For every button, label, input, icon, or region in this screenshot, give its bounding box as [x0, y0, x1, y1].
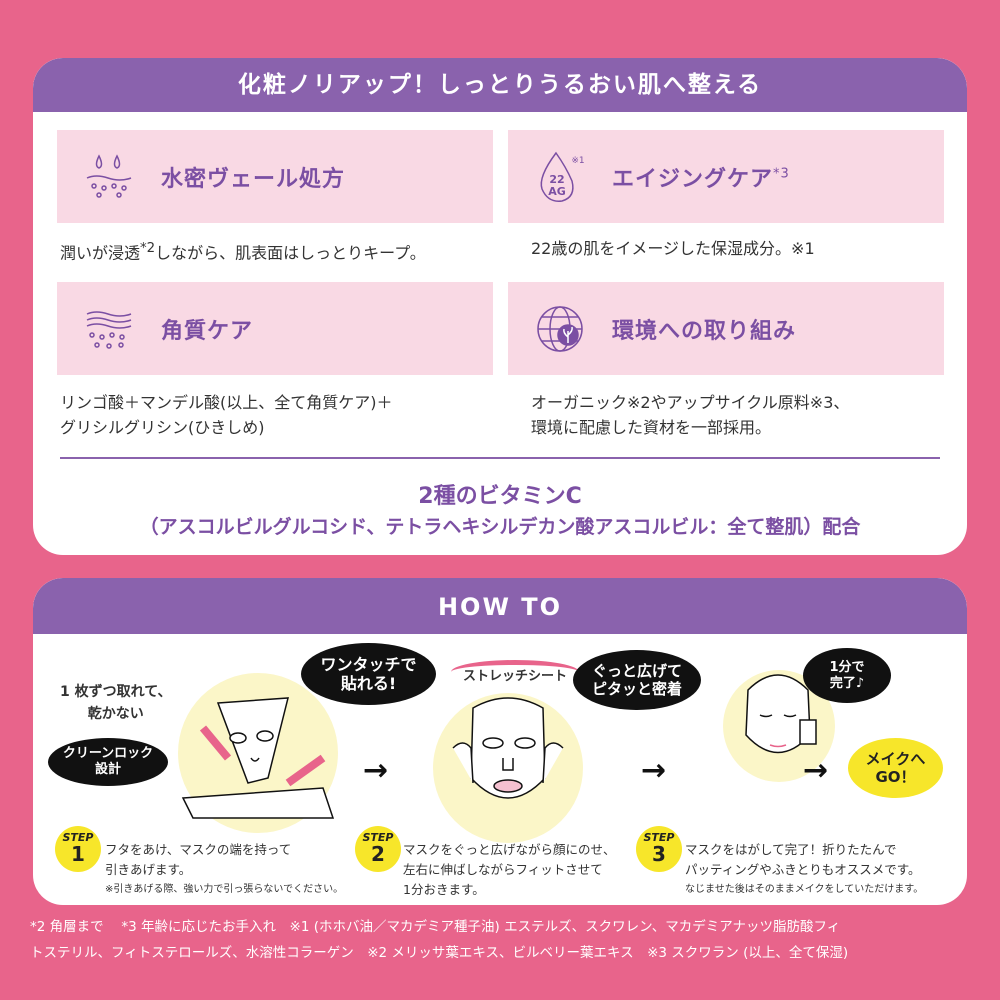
skin-layers-icon — [79, 299, 139, 359]
callout-clean-lock: クリーンロック設計 — [48, 738, 168, 786]
step-3-text: マスクをはがして完了！折りたたんでパッティングやふきとりもオススメです。なじませ… — [685, 842, 924, 895]
mask-pack-illustration — [181, 697, 335, 819]
face-wiping-illustration — [745, 674, 817, 754]
feature-title: 水密ヴェール処方 — [161, 166, 346, 192]
callout-one-touch: ワンタッチで貼れる! — [301, 643, 436, 705]
vitamin-title: 2種のビタミンC — [418, 484, 582, 509]
feature-water-veil: 水密ヴェール処方 — [57, 130, 493, 223]
footnotes: *2 角層まで *3 年齢に応じたお手入れ ※1 (ホホバ油／マカデミア種子油)… — [30, 919, 849, 961]
feature-keratin-care: 角質ケア — [57, 282, 493, 375]
feature-desc: リンゴ酸＋マンデル酸(以上、全て角質ケア)＋グリシルグリシン(ひきしめ) — [60, 393, 393, 437]
features-header: 化粧ノリアップ！しっとりうるおい肌へ整える — [33, 58, 967, 112]
vitamin-detail: （アスコルビルグルコシド、テトラヘキシルデカン酸アスコルビル：全て整肌）配合 — [139, 516, 861, 538]
callout-one-by-one: 1 枚ずつ取れて、乾かない — [60, 684, 172, 722]
howto-header: HOW TO — [33, 578, 967, 634]
feature-desc: 22歳の肌をイメージした保湿成分。※1 — [531, 239, 815, 258]
feature-title: エイジングケア*3 — [612, 166, 790, 192]
feature-title: 角質ケア — [161, 318, 254, 344]
callout-stretch-sheet: ストレッチシート — [451, 660, 580, 684]
svg-text:AG: AG — [548, 185, 566, 198]
howto-card: HOW TO 1 枚ずつ取れて、乾かない クリーンロック設計 ワンタッチで貼れる… — [33, 578, 967, 905]
divider — [60, 457, 940, 459]
step-1-text: フタをあけ、マスクの端を持って引きあげます。※引きあげる際、強い力で引っ張らない… — [105, 842, 344, 895]
face-mask-illustration — [452, 697, 564, 799]
arrow-right-icon: → — [641, 753, 667, 788]
feature-desc: 潤いが浸透*2しながら、肌表面はしっとりキープ。 — [60, 241, 426, 263]
svg-text:22: 22 — [549, 173, 564, 186]
globe-leaf-icon — [530, 299, 590, 359]
features-card: 化粧ノリアップ！しっとりうるおい肌へ整える 水密ヴェール処方 潤いが浸透*2しな… — [33, 58, 967, 555]
arrow-right-icon: → — [363, 753, 389, 788]
feature-environment: 環境への取り組み — [508, 282, 944, 375]
callout-spread: ぐっと広げてピタッと密着 — [573, 650, 701, 710]
feature-desc: オーガニック※2やアップサイクル原料※3、環境に配慮した資材を一部採用。 — [531, 393, 850, 437]
arrow-right-icon: → — [803, 753, 829, 788]
feature-title: 環境への取り組み — [612, 318, 797, 344]
svg-text:※1: ※1 — [571, 156, 584, 166]
callout-one-minute: 1分で完了♪ — [803, 648, 891, 703]
water-drops-icon — [79, 147, 139, 207]
